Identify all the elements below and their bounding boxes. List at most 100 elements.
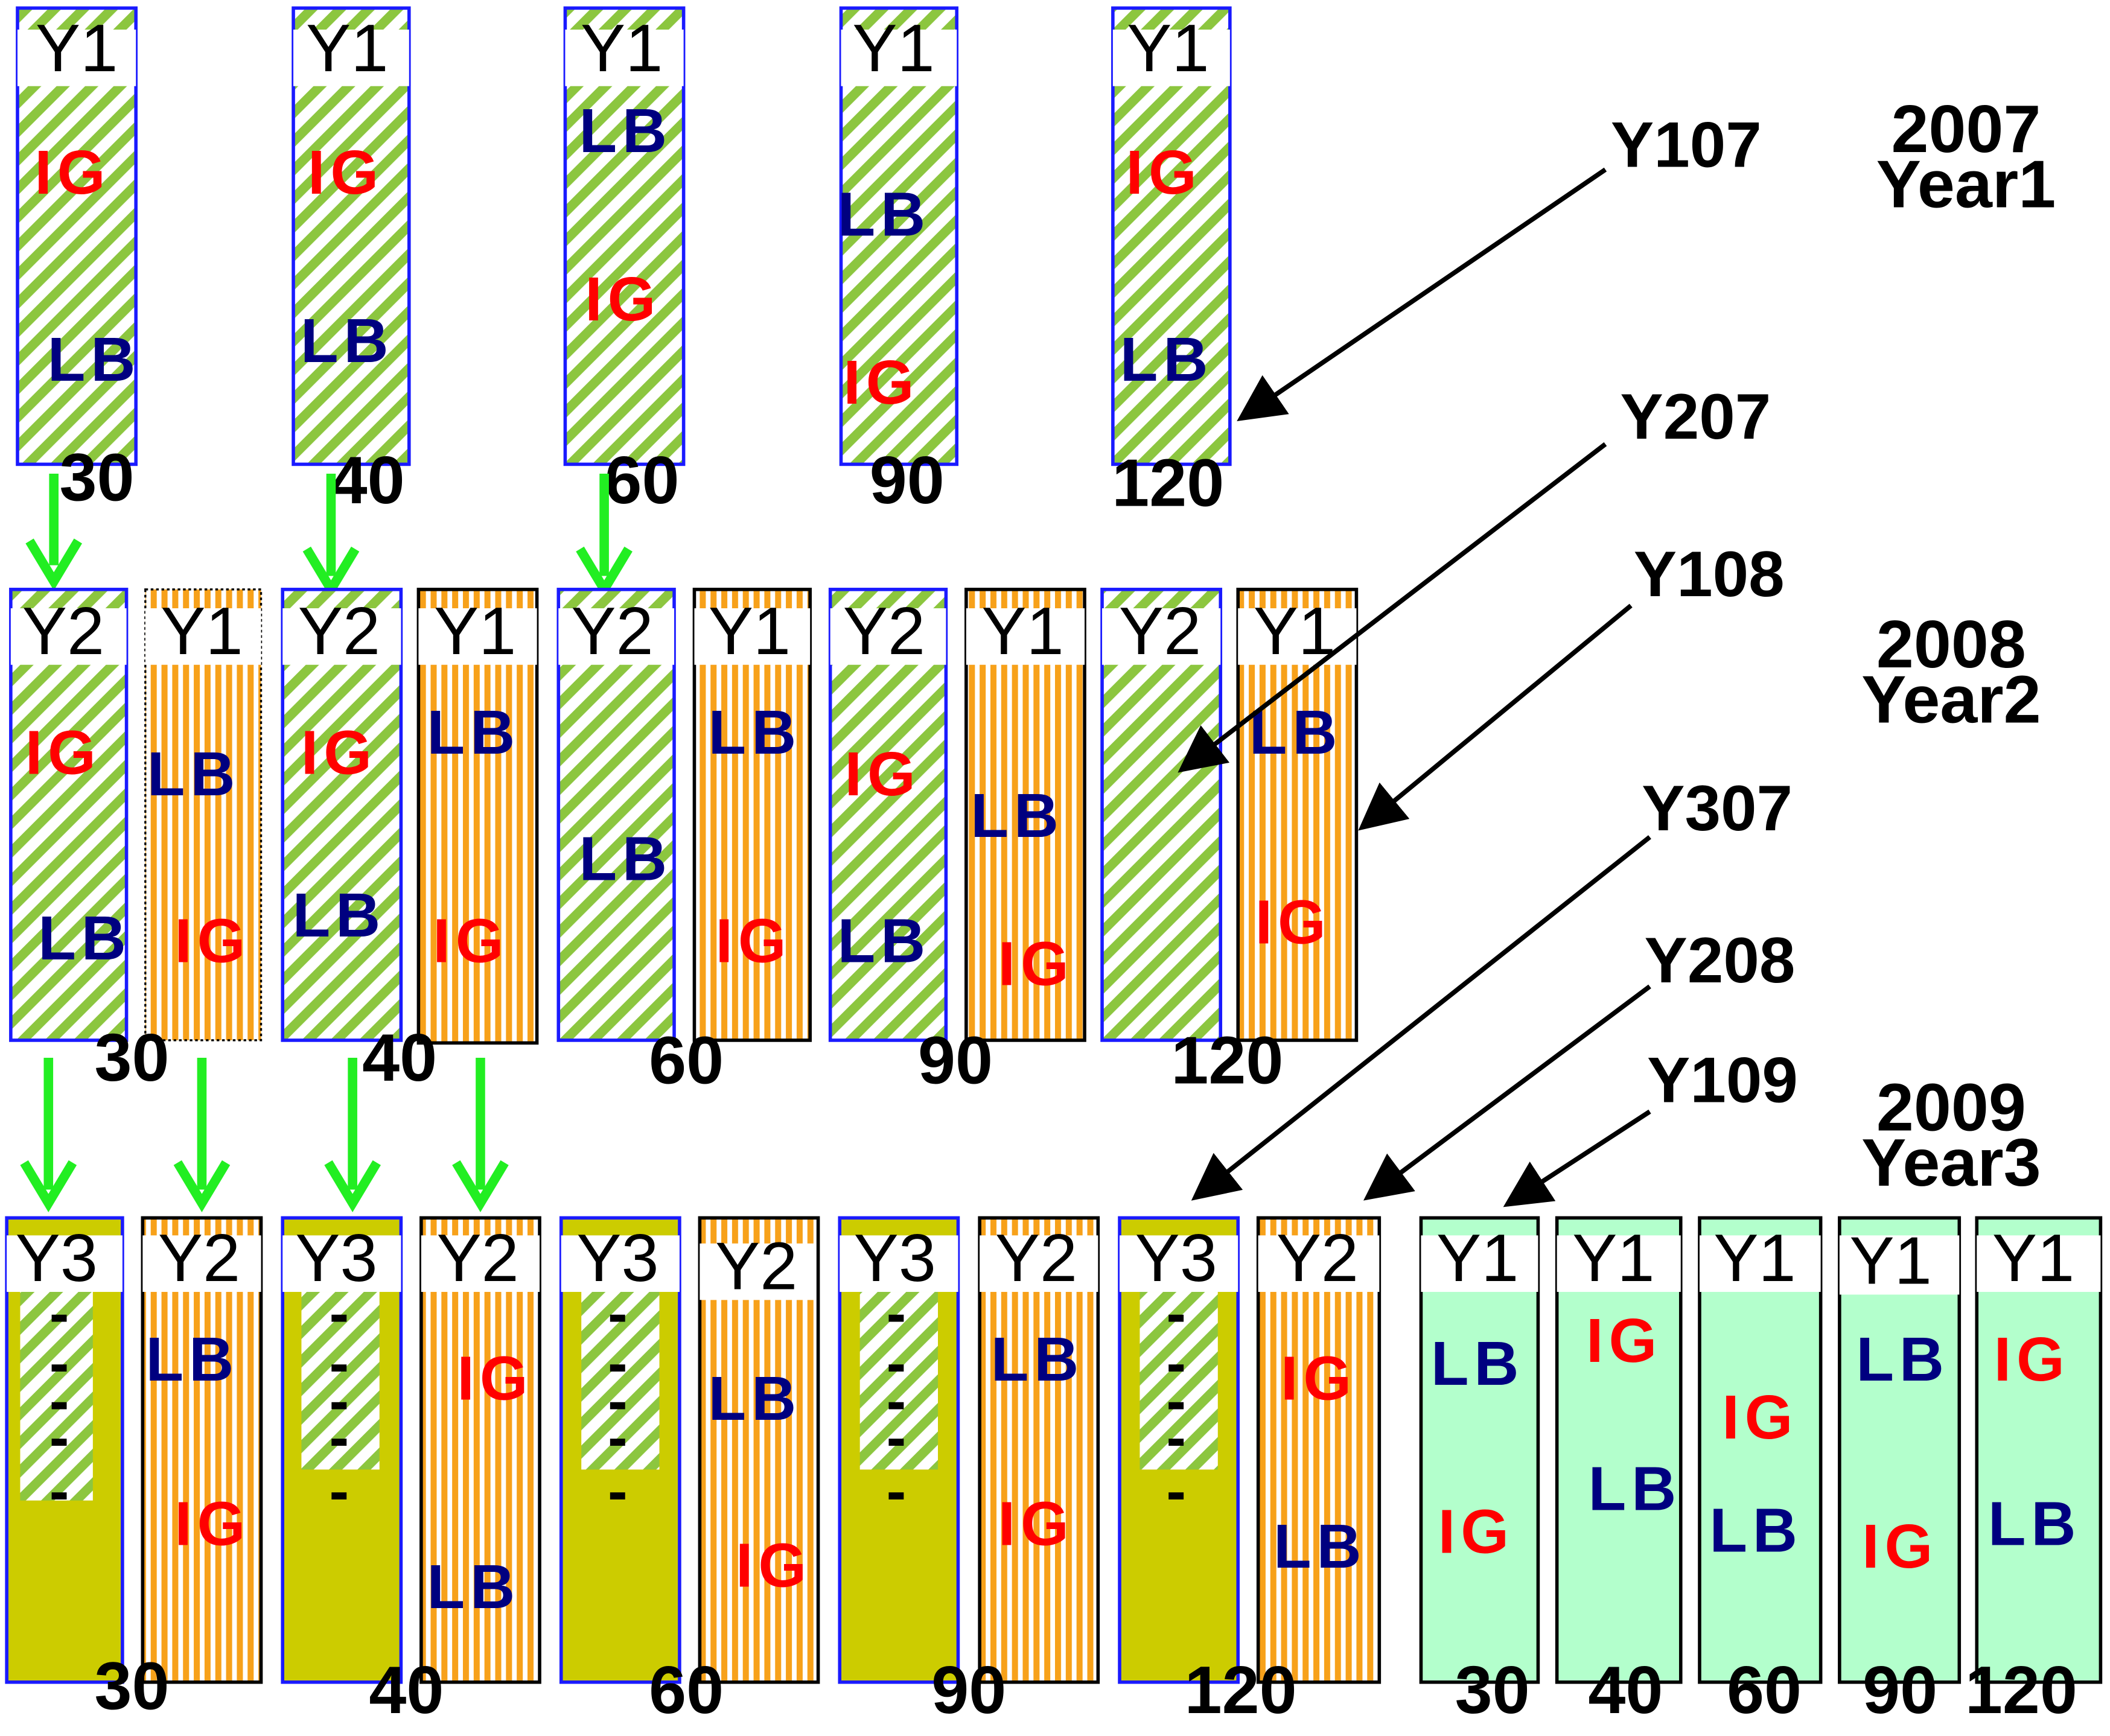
plot-tag: Y1 — [1713, 1220, 1796, 1296]
plot-tag: Y1 — [709, 593, 791, 669]
mark-lb: LB — [301, 306, 394, 375]
year-labels: 2007 Year1 2008 Year2 2009 Year3 — [1861, 91, 2056, 1200]
mark-lb: LB — [709, 698, 802, 767]
plot-r3-y1-120: Y1 IG LB — [1975, 1216, 2103, 1684]
dash-mark: - — [1166, 1404, 1186, 1470]
rate-label: 30 — [95, 1648, 170, 1723]
mark-ig: IG — [585, 264, 661, 334]
row-2007: Y1 IG LB Y1 IG LB Y1 LB IG Y1 LB IG — [16, 6, 1232, 521]
dash-mark: - — [887, 1330, 907, 1396]
plot-r2-c: Y2 IG LB — [281, 588, 403, 1042]
dash-mark: - — [49, 1280, 69, 1346]
plot-tag: Y2 — [436, 1220, 518, 1296]
plot-r2-j: Y1 LB IG — [1236, 588, 1359, 1042]
pointer-label: Y307 — [1642, 772, 1793, 844]
mark-lb: LB — [48, 325, 141, 394]
mark-ig: IG — [845, 739, 921, 809]
dash-mark: - — [330, 1367, 349, 1434]
mark-lb: LB — [1431, 1329, 1525, 1398]
mark-ig: IG — [998, 929, 1074, 999]
plot-tag: Y3 — [576, 1220, 658, 1296]
plot-tag: Y1 — [36, 10, 118, 86]
mark-lb: LB — [1988, 1489, 2082, 1558]
plot-tag: Y1 — [161, 593, 243, 669]
plot-r3-y2-60: Y2 LB IG — [698, 1216, 820, 1684]
mark-ig: IG — [301, 717, 377, 787]
rate-label: 90 — [931, 1652, 1006, 1728]
plot-r3-y2-40: Y2 IG LB — [419, 1216, 541, 1684]
mark-ig: IG — [34, 138, 110, 207]
plot-r2-a: Y2 IG LB — [9, 588, 129, 1042]
rate-label: 40 — [362, 1020, 437, 1095]
dash-mark: - — [887, 1280, 907, 1346]
plot-tag: Y2 — [571, 593, 653, 669]
plot-r2-i: Y2 — [1100, 588, 1223, 1042]
dash-mark: - — [49, 1367, 69, 1434]
plot-r2-e: Y2 LB — [556, 588, 676, 1042]
plot-r3-y1-60: Y1 IG LB — [1698, 1216, 1823, 1684]
dash-mark: - — [330, 1458, 349, 1524]
dash-mark: - — [608, 1280, 628, 1346]
year-label-3: Year3 — [1861, 1125, 2041, 1200]
dash-mark: - — [1166, 1458, 1186, 1524]
rate-label: 120 — [1965, 1652, 2077, 1728]
row-2009: Y3 - - - - - Y2 LB IG Y3 - - - - - — [5, 1216, 2103, 1728]
plot-r3-y2-120: Y2 IG LB — [1256, 1216, 1382, 1684]
rate-label: 90 — [1863, 1652, 1937, 1728]
mark-lb: LB — [579, 824, 672, 894]
year-2009: 2009 — [1876, 1069, 2026, 1145]
plot-r3-y2-90: Y2 LB IG — [978, 1216, 1100, 1684]
rate-label: 60 — [649, 1652, 724, 1728]
plot-r3-y3-60: Y3 - - - - - — [559, 1216, 681, 1684]
rate-label: 40 — [330, 442, 405, 518]
plot-r1-30: Y1 IG LB — [16, 6, 141, 466]
plot-tag: Y2 — [843, 593, 925, 669]
plot-r3-y3-30: Y3 - - - - - — [5, 1216, 124, 1684]
mark-ig: IG — [1586, 1306, 1662, 1375]
plot-tag: Y1 — [981, 593, 1063, 669]
plot-tag: Y1 — [1127, 10, 1209, 86]
plot-r2-d: Y1 LB IG — [416, 588, 539, 1045]
rate-label: 60 — [605, 442, 680, 518]
year-2008: 2008 — [1876, 606, 2026, 682]
plot-r3-y3-90: Y3 - - - - - — [838, 1216, 960, 1684]
rate-label: 30 — [60, 440, 135, 515]
plot-tag: Y1 — [1254, 593, 1336, 669]
mark-ig: IG — [457, 1343, 533, 1413]
mark-lb: LB — [1709, 1495, 1803, 1565]
plot-tag: Y1 — [306, 10, 388, 86]
dash-mark: - — [608, 1458, 628, 1524]
mark-lb: LB — [991, 1324, 1085, 1394]
mark-ig: IG — [1994, 1324, 2070, 1394]
plot-r1-90: Y1 LB IG — [838, 6, 959, 466]
rate-label: 120 — [1185, 1652, 1297, 1728]
mark-ig: IG — [174, 906, 250, 976]
rate-label: 90 — [870, 442, 945, 518]
plot-tag: Y1 — [581, 10, 663, 86]
mark-ig: IG — [736, 1530, 812, 1600]
rate-label: 120 — [1112, 445, 1224, 521]
pointer-label: Y208 — [1645, 924, 1796, 996]
year-2007: 2007 — [1891, 91, 2041, 167]
mark-lb: LB — [147, 739, 241, 809]
row-2008: Y2 IG LB Y1 LB IG Y2 IG LB Y1 LB IG — [9, 588, 1359, 1098]
mark-lb: LB — [1856, 1324, 1949, 1394]
plot-tag: Y3 — [1135, 1220, 1217, 1296]
plot-r2-f: Y1 LB IG — [692, 588, 812, 1042]
plot-r3-y1-40: Y1 IG LB — [1555, 1216, 1683, 1684]
plot-r1-120: Y1 IG LB — [1111, 6, 1232, 466]
mark-ig: IG — [1862, 1512, 1938, 1581]
mark-lb: LB — [1589, 1454, 1682, 1523]
plot-r3-y1-30: Y1 LB IG — [1419, 1216, 1540, 1684]
mark-lb: LB — [838, 906, 931, 976]
rate-label: 30 — [1455, 1652, 1530, 1728]
plot-tag: Y3 — [295, 1220, 377, 1296]
dash-mark: - — [887, 1404, 907, 1470]
plot-tag: Y2 — [1277, 1220, 1359, 1296]
dash-mark: - — [887, 1367, 907, 1434]
plot-r2-b: Y1 LB IG — [144, 588, 263, 1041]
dash-mark: - — [1166, 1367, 1186, 1434]
rate-label: 40 — [1588, 1652, 1663, 1728]
mark-ig: IG — [1255, 887, 1331, 956]
mark-lb: LB — [1273, 1512, 1367, 1581]
